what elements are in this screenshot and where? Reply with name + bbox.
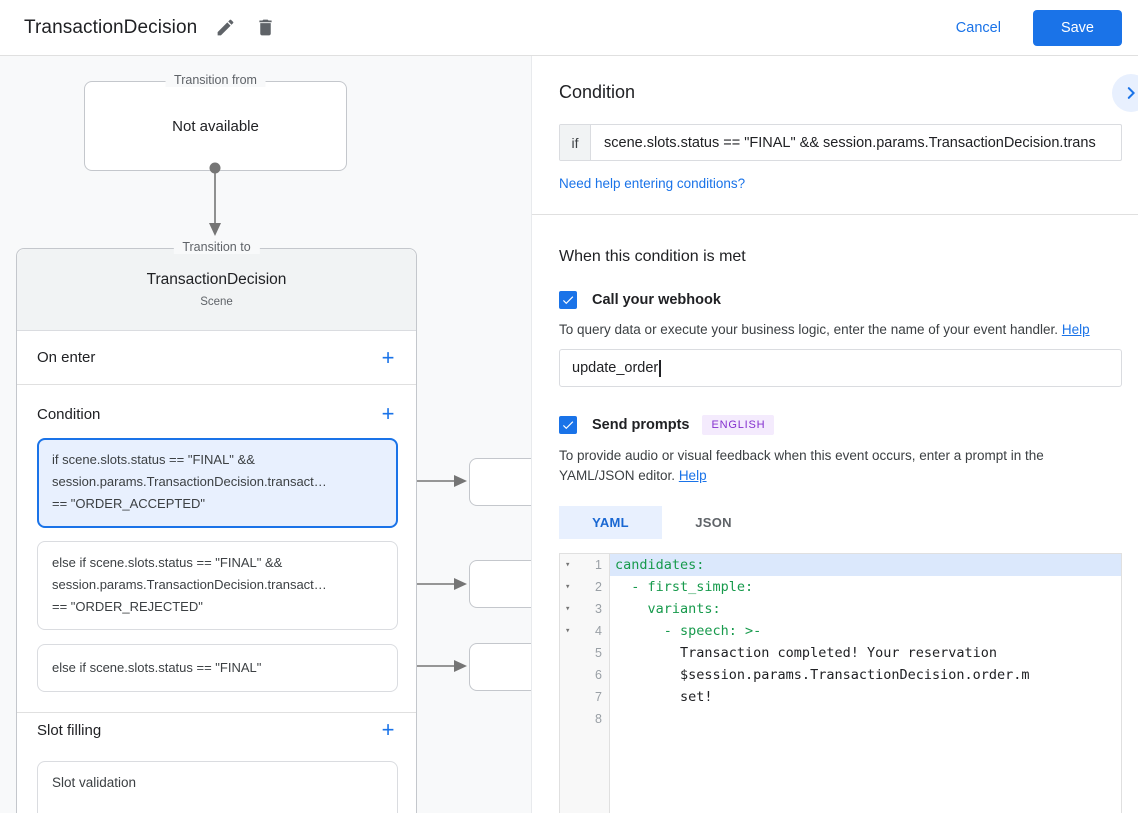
- webhook-description-text: To query data or execute your business l…: [559, 322, 1059, 337]
- prompts-description-text: To provide audio or visual feedback when…: [559, 448, 1044, 483]
- condition-line: == "ORDER_REJECTED": [52, 599, 203, 614]
- when-condition-section: When this condition is met Call your web…: [532, 248, 1138, 813]
- edit-button[interactable]: [205, 8, 245, 48]
- line-number: 4: [595, 624, 602, 638]
- transition-target-box-2[interactable]: [469, 560, 531, 608]
- section-divider: [17, 712, 416, 713]
- condition-section-row: Condition +: [17, 385, 416, 437]
- condition-line: session.params.TransactionDecision.trans…: [52, 577, 327, 592]
- editor-gutter: ▾ 1 ▾ 2 ▾ 3 ▾ 4 5 6 7 8: [560, 554, 610, 813]
- cancel-button[interactable]: Cancel: [938, 11, 1019, 45]
- call-webhook-label: Call your webhook: [592, 292, 721, 308]
- tab-yaml[interactable]: YAML: [559, 506, 662, 539]
- transition-to-legend: Transition to: [173, 240, 260, 254]
- on-enter-row: On enter +: [17, 331, 416, 385]
- trash-icon: [255, 17, 276, 38]
- condition-panel-title: Condition: [559, 82, 636, 102]
- condition-expression-value[interactable]: scene.slots.status == "FINAL" && session…: [604, 134, 1096, 151]
- line-number: 2: [595, 580, 602, 594]
- condition-header-section: Condition if scene.slots.status == "FINA…: [532, 56, 1138, 215]
- condition-help-link[interactable]: Need help entering conditions?: [559, 176, 746, 191]
- webhook-help-link[interactable]: Help: [1061, 322, 1090, 337]
- code-line: - speech: >-: [615, 623, 762, 639]
- send-prompts-row: Send prompts ENGLISH: [559, 415, 1122, 435]
- transition-from-box[interactable]: Transition from Not available: [84, 73, 347, 171]
- send-prompts-label: Send prompts: [592, 417, 690, 433]
- editor-format-tabs: YAML JSON: [559, 506, 1122, 539]
- call-webhook-row: Call your webhook: [559, 291, 1122, 309]
- transition-target-box-1[interactable]: [469, 458, 531, 506]
- when-condition-title: When this condition is met: [559, 248, 746, 265]
- condition-line: else if scene.slots.status == "FINAL": [52, 660, 262, 675]
- condition-card-final[interactable]: else if scene.slots.status == "FINAL": [37, 644, 398, 692]
- slot-validation-card[interactable]: Slot validation: [37, 761, 398, 813]
- page-title: TransactionDecision: [24, 16, 198, 38]
- transition-target-box-3[interactable]: [469, 643, 531, 691]
- chevron-right-icon: [1122, 84, 1138, 102]
- code-line: $session.params.TransactionDecision.orde…: [615, 667, 1030, 683]
- line-number: 7: [595, 690, 602, 704]
- on-enter-label: On enter: [37, 349, 96, 366]
- fold-arrow-icon[interactable]: ▾: [565, 582, 571, 592]
- save-button[interactable]: Save: [1032, 9, 1122, 46]
- scene-name: TransactionDecision: [146, 271, 287, 288]
- check-icon: [561, 418, 575, 432]
- add-on-enter-button[interactable]: +: [381, 344, 395, 370]
- line-number: 6: [595, 668, 602, 682]
- language-badge: ENGLISH: [702, 415, 775, 435]
- condition-line: if scene.slots.status == "FINAL" &&: [52, 452, 255, 467]
- add-slot-button[interactable]: +: [381, 717, 395, 742]
- editor-code-area[interactable]: candidates: - first_simple: variants: - …: [610, 554, 1121, 813]
- code-line: variants:: [615, 601, 721, 617]
- collapse-panel-button[interactable]: [1112, 74, 1138, 112]
- fold-arrow-icon[interactable]: ▾: [565, 604, 571, 614]
- call-webhook-checkbox[interactable]: [559, 291, 577, 309]
- condition-section-label: Condition: [37, 405, 101, 423]
- prompts-help-link[interactable]: Help: [678, 468, 707, 483]
- scene-type-label: Scene: [200, 296, 233, 308]
- fold-arrow-icon[interactable]: ▾: [565, 560, 571, 570]
- top-bar: TransactionDecision Cancel Save: [0, 0, 1138, 56]
- code-line: [610, 708, 1121, 730]
- add-condition-button[interactable]: +: [381, 401, 395, 426]
- transition-from-legend: Transition from: [165, 73, 266, 87]
- event-handler-value: update_order: [572, 360, 659, 376]
- fold-arrow-icon[interactable]: ▾: [565, 626, 571, 636]
- prompt-code-editor[interactable]: ▾ 1 ▾ 2 ▾ 3 ▾ 4 5 6 7 8 candidates: - first_…: [559, 553, 1122, 813]
- condition-expression-field[interactable]: if scene.slots.status == "FINAL" && sess…: [559, 124, 1122, 161]
- code-line: set!: [615, 689, 713, 705]
- slot-filling-row: Slot filling +: [17, 716, 416, 744]
- check-icon: [561, 293, 575, 307]
- code-line: candidates:: [610, 554, 1121, 576]
- slot-filling-label: Slot filling: [37, 721, 102, 739]
- webhook-description: To query data or execute your business l…: [559, 320, 1119, 340]
- transition-to-box: Transition to TransactionDecision Scene …: [16, 240, 417, 813]
- send-prompts-checkbox[interactable]: [559, 416, 577, 434]
- condition-card-accepted[interactable]: if scene.slots.status == "FINAL" && sess…: [37, 438, 398, 528]
- condition-line: else if scene.slots.status == "FINAL" &&: [52, 555, 283, 570]
- event-handler-input[interactable]: update_order: [559, 349, 1122, 387]
- line-number: 8: [595, 712, 602, 726]
- scene-header[interactable]: TransactionDecision Scene: [17, 249, 416, 331]
- code-line: - first_simple:: [615, 579, 754, 595]
- line-number: 5: [595, 646, 602, 660]
- condition-line: == "ORDER_ACCEPTED": [52, 496, 205, 511]
- delete-button[interactable]: [245, 8, 285, 48]
- tab-json[interactable]: JSON: [695, 515, 732, 530]
- if-prefix-label: if: [560, 125, 591, 160]
- condition-card-rejected[interactable]: else if scene.slots.status == "FINAL" &&…: [37, 541, 398, 630]
- scene-flow-canvas: Transition from Not available Transition…: [0, 56, 531, 813]
- prompts-description: To provide audio or visual feedback when…: [559, 446, 1119, 486]
- text-caret: [659, 359, 661, 377]
- transition-from-content: Not available: [172, 117, 259, 135]
- pencil-icon: [215, 17, 236, 38]
- condition-line: session.params.TransactionDecision.trans…: [52, 474, 327, 489]
- condition-editor-panel: Condition if scene.slots.status == "FINA…: [531, 56, 1138, 813]
- line-number: 1: [595, 558, 602, 572]
- code-line: Transaction completed! Your reservation: [615, 645, 998, 661]
- line-number: 3: [595, 602, 602, 616]
